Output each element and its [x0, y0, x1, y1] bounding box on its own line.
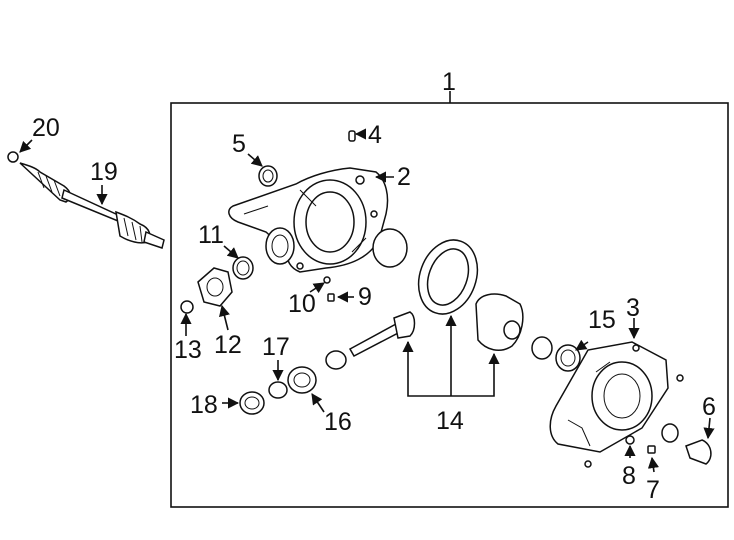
- carrier-o-ring: [372, 228, 408, 268]
- callout-11: 11: [198, 221, 224, 249]
- callout-6: 6: [702, 393, 716, 421]
- callout-1: 1: [442, 68, 456, 96]
- mount-bracket-part: [197, 267, 233, 307]
- callout-8: 8: [622, 462, 636, 490]
- callout-5: 5: [232, 130, 246, 158]
- pinion-gear-part: [348, 311, 416, 357]
- callout-18: 18: [190, 391, 218, 419]
- callout-2: 2: [397, 163, 411, 191]
- callout-15: 15: [588, 306, 616, 334]
- differential-carrier-housing: [228, 167, 389, 273]
- axle-seal-part: [232, 256, 254, 280]
- pinion-bearing-part: [287, 366, 317, 394]
- callout-4: 4: [368, 121, 382, 149]
- ring-gear-part: [417, 239, 479, 315]
- callout-9: 9: [358, 283, 372, 311]
- bolt-part: [323, 276, 335, 302]
- callout-12: 12: [214, 331, 242, 359]
- callout-10: 10: [288, 290, 316, 318]
- differential-cover-part: [549, 341, 684, 468]
- bearing-cup-part: [268, 381, 288, 399]
- callout-14: 14: [436, 407, 464, 435]
- differential-case-part: [475, 293, 524, 352]
- output-flange-part: [661, 423, 712, 465]
- drain-plug-part: [625, 435, 656, 454]
- o-ring-part: [325, 350, 347, 370]
- callout-17: 17: [262, 333, 290, 361]
- callout-13: 13: [174, 336, 202, 364]
- vent-plug-part: [348, 130, 356, 142]
- leader-lines: [19, 91, 715, 473]
- callout-16: 16: [324, 408, 352, 436]
- callout-20: 20: [32, 114, 60, 142]
- callout-labels: 1 2 3 4 5 6 7 8 9 10 11 12 13 14 15 16 1…: [32, 68, 716, 504]
- nut-part: [180, 300, 194, 314]
- snap-ring: [531, 336, 553, 360]
- callout-3: 3: [626, 294, 640, 322]
- callout-19: 19: [90, 158, 118, 186]
- axle-shaft-part: [7, 151, 165, 249]
- bearing-race-part: [239, 391, 265, 415]
- pinion-seal-part: [258, 165, 278, 187]
- callout-7: 7: [646, 476, 660, 504]
- bearing-seal-part: [555, 344, 581, 372]
